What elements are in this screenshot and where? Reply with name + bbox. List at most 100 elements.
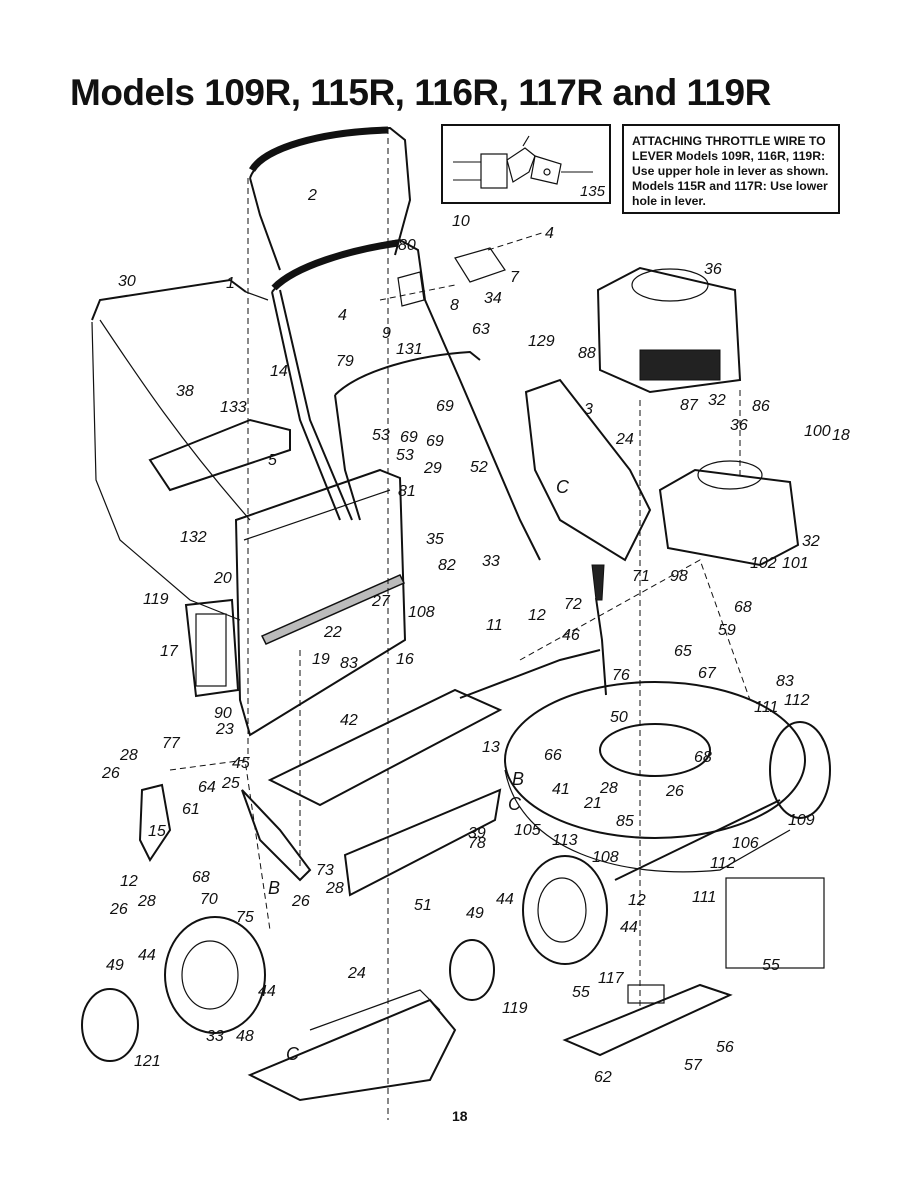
part-label: 102 xyxy=(750,555,777,572)
part-label: 68 xyxy=(734,599,752,616)
part-label: 55 xyxy=(762,957,780,974)
part-label: 85 xyxy=(616,813,634,830)
part-label: 80 xyxy=(398,237,416,254)
part-label: 28 xyxy=(599,780,618,797)
part-label: 71 xyxy=(632,568,650,585)
part-label: 12 xyxy=(528,607,546,624)
part-label: 35 xyxy=(426,531,444,548)
part-label: 7 xyxy=(510,269,520,286)
part-label: 2 xyxy=(307,187,317,204)
hubcap-right xyxy=(449,939,495,1001)
part-label: 9 xyxy=(382,325,391,342)
part-label: 119 xyxy=(502,1000,528,1017)
part-label: 76 xyxy=(612,667,630,684)
discharge-chute xyxy=(524,378,652,562)
part-label: 82 xyxy=(438,557,456,574)
part-label: 59 xyxy=(718,622,736,639)
part-label: 8 xyxy=(450,297,459,314)
part-label: 33 xyxy=(206,1028,224,1045)
part-label: 50 xyxy=(610,709,628,726)
wheel-rear-right xyxy=(769,721,831,819)
mower-deck xyxy=(504,681,806,839)
cross-reference-label: B xyxy=(512,769,524,789)
part-label: 4 xyxy=(338,307,347,324)
part-label: 44 xyxy=(138,947,156,964)
part-label: 26 xyxy=(665,783,684,800)
upper-handle xyxy=(249,126,412,256)
part-label: 90 xyxy=(214,705,232,722)
part-label: 16 xyxy=(396,651,414,668)
part-label: 113 xyxy=(552,832,578,849)
part-label: 12 xyxy=(120,873,138,890)
part-label: 5 xyxy=(268,452,277,469)
part-label: 55 xyxy=(572,984,590,1001)
part-label: 79 xyxy=(336,353,354,370)
part-label: 28 xyxy=(137,893,156,910)
engine-upper xyxy=(596,266,742,394)
part-label: 12 xyxy=(628,892,646,909)
part-label: 52 xyxy=(470,459,488,476)
part-label: 108 xyxy=(408,604,435,621)
part-label: 75 xyxy=(236,909,254,926)
part-label: 63 xyxy=(472,321,490,338)
part-label: 29 xyxy=(423,460,442,477)
part-label: 20 xyxy=(213,570,232,587)
trim-51 xyxy=(343,788,502,897)
throttle-lever-inset: 135 xyxy=(441,124,611,204)
handle-left-rail xyxy=(271,291,341,521)
part-label: 111 xyxy=(692,889,716,906)
part-label: 73 xyxy=(316,862,334,879)
part-label: 49 xyxy=(106,957,124,974)
part-label: 108 xyxy=(592,849,619,866)
part-label: 48 xyxy=(236,1028,254,1045)
hubcap-left xyxy=(81,988,139,1062)
part-label: 11 xyxy=(486,617,503,634)
part-label: 27 xyxy=(371,593,391,610)
part-label: 22 xyxy=(323,624,342,641)
part-label: 15 xyxy=(148,823,166,840)
part-label: 68 xyxy=(192,869,210,886)
part-label: 65 xyxy=(674,643,692,660)
part-label: 24 xyxy=(347,965,366,982)
inset-drawing xyxy=(453,135,593,189)
part-label: 42 xyxy=(340,712,358,729)
rear-door xyxy=(184,598,240,698)
part-label: 26 xyxy=(109,901,128,918)
part-label: 19 xyxy=(312,651,330,668)
part-label: 51 xyxy=(414,897,432,914)
part-label: 33 xyxy=(482,553,500,570)
part-label: 64 xyxy=(198,779,216,796)
part-label: 49 xyxy=(466,905,484,922)
part-label: 24 xyxy=(615,431,634,448)
part-label: 77 xyxy=(162,735,181,752)
part-label: 87 xyxy=(680,397,699,414)
cross-reference-label: C xyxy=(508,794,522,814)
part-label: 44 xyxy=(620,919,638,936)
page-title: Models 109R, 115R, 116R, 117R and 119R xyxy=(70,72,771,113)
wheel-bracket-right xyxy=(241,789,312,882)
inset-label: 135 xyxy=(579,183,605,200)
part-label: 72 xyxy=(564,596,582,613)
part-label: 23 xyxy=(215,721,234,738)
rear-axle xyxy=(459,649,601,699)
part-label: 28 xyxy=(325,880,344,897)
part-label: 17 xyxy=(160,643,179,660)
part-label: 83 xyxy=(340,655,358,672)
part-label: 100 xyxy=(804,423,831,440)
side-shield xyxy=(247,998,457,1102)
part-label: 32 xyxy=(802,533,820,550)
part-label: 14 xyxy=(270,363,288,380)
part-label: 41 xyxy=(552,781,570,798)
front-axle xyxy=(614,799,781,881)
throttle-control xyxy=(454,247,506,283)
part-label: 44 xyxy=(258,983,276,1000)
throttle-wire-note: ATTACHING THROTTLE WIRE TO LEVER Models … xyxy=(622,124,840,214)
part-label: 81 xyxy=(398,483,416,500)
part-label: 46 xyxy=(562,627,580,644)
part-label: 132 xyxy=(180,529,207,546)
part-label: 86 xyxy=(752,398,770,415)
part-label: 69 xyxy=(426,433,444,450)
part-label: 26 xyxy=(101,765,120,782)
part-label: 61 xyxy=(182,801,200,818)
